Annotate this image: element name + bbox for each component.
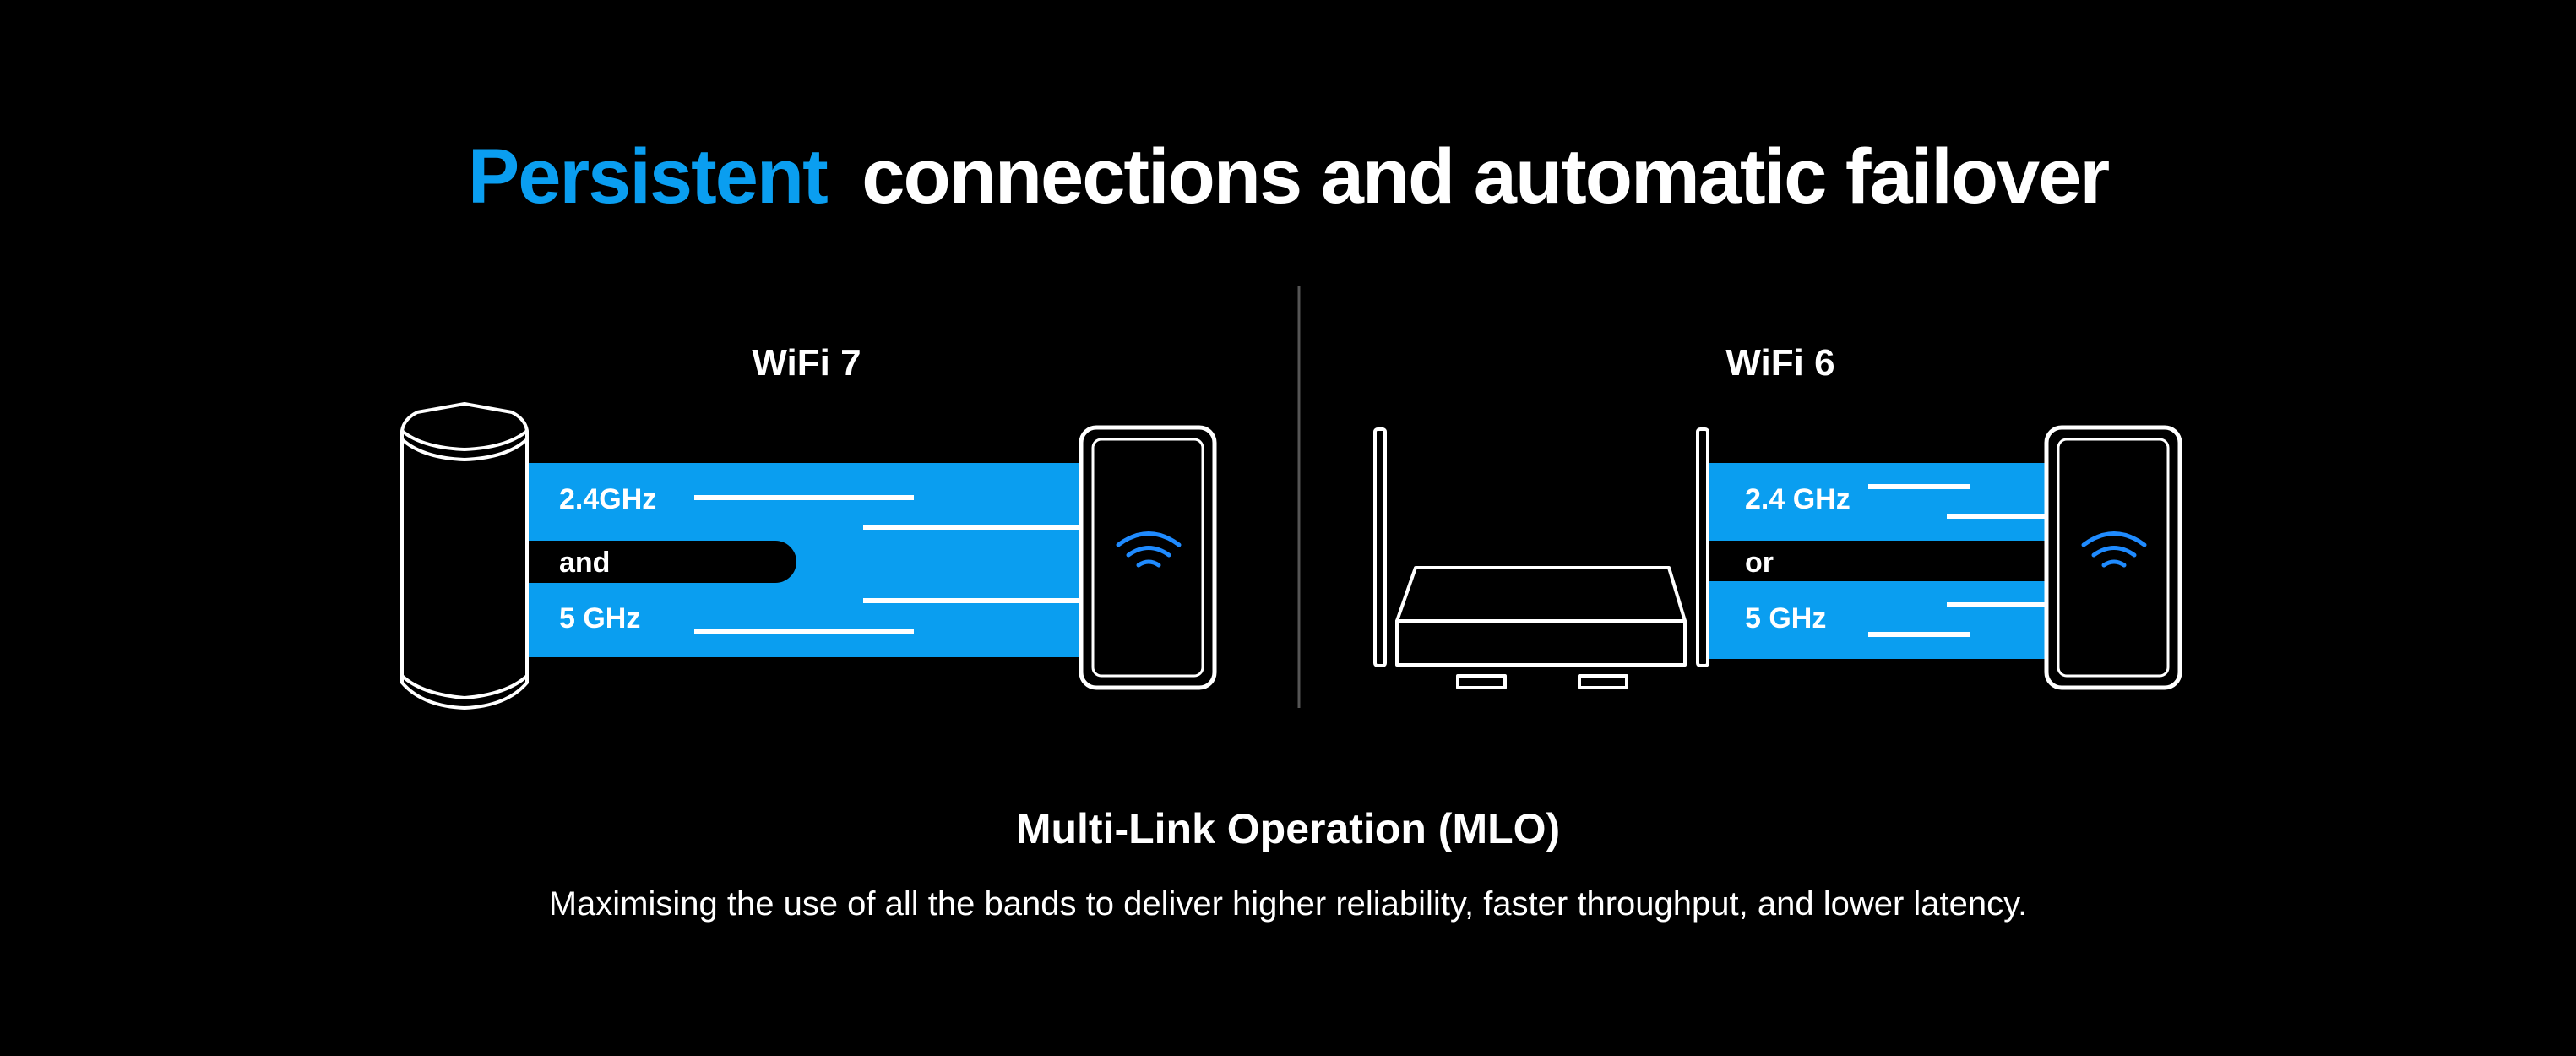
router-icon xyxy=(1373,427,1709,689)
wifi7-band1-label: 2.4GHz xyxy=(559,483,656,515)
headline-highlight: Persistent xyxy=(468,133,828,220)
wifi7-smartphone-icon xyxy=(1079,425,1217,690)
wifi6-smartphone-icon xyxy=(2044,425,2182,690)
wifi7-band-panel xyxy=(528,463,1085,657)
wifi7-joiner-label: and xyxy=(559,547,610,579)
wifi6-title: WiFi 6 xyxy=(1725,342,1834,384)
mesh-router-icon xyxy=(400,402,529,710)
wifi7-title: WiFi 7 xyxy=(752,342,861,384)
wifi6-wifi-icon xyxy=(2081,531,2147,568)
wifi7-wifi-icon xyxy=(1116,531,1182,568)
wifi7-band2-label: 5 GHz xyxy=(559,602,640,634)
headline: Persistent connections and automatic fai… xyxy=(468,133,2110,220)
wifi6-band-panel xyxy=(1706,463,2052,659)
wifi6-band1-label: 2.4 GHz xyxy=(1745,483,1850,515)
wifi6-band2-label: 5 GHz xyxy=(1745,602,1826,634)
footer-title: Multi-Link Operation (MLO) xyxy=(1016,805,1560,852)
wifi6-joiner-label: or xyxy=(1745,547,1774,579)
headline-rest: connections and automatic failover xyxy=(861,133,2109,220)
footer-description: Maximising the use of all the bands to d… xyxy=(549,885,2028,923)
